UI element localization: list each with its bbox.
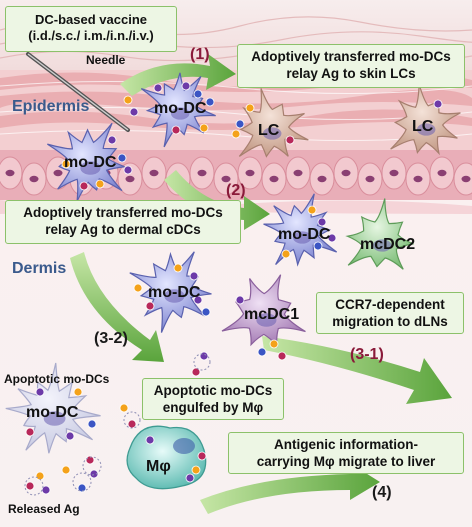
lc-cell-1 bbox=[238, 88, 309, 158]
modc-dermis-label: mo-DC bbox=[148, 284, 201, 301]
step-1: (1) bbox=[190, 46, 210, 63]
modc-apoptotic-cell bbox=[5, 362, 101, 454]
vaccine-box: DC-based vaccine (i.d./s.c./ i.m./i.n./i… bbox=[5, 6, 177, 52]
liver-line1: Antigenic information- bbox=[274, 437, 418, 452]
modc-top-label: mo-DC bbox=[154, 100, 207, 117]
dermis-label: Dermis bbox=[12, 260, 67, 277]
liver-box: Antigenic information- carrying Mφ migra… bbox=[228, 432, 464, 474]
mcdc2-label: mcDC2 bbox=[360, 236, 416, 253]
vaccine-line1: DC-based vaccine bbox=[35, 12, 147, 27]
mphi-label: Mφ bbox=[146, 458, 171, 475]
mcdc1-label: mcDC1 bbox=[244, 306, 300, 323]
apoptotic-mo-dcs-label: Apoptotic mo-DCs bbox=[4, 372, 110, 386]
mcdc1-cell bbox=[221, 274, 306, 348]
ccr7-box: CCR7-dependent migration to dLNs bbox=[316, 292, 464, 334]
relay-lc-line1: Adoptively transferred mo-DCs bbox=[251, 49, 451, 64]
liver-line2: carrying Mφ migrate to liver bbox=[256, 453, 436, 469]
modc-mid-cell bbox=[263, 193, 338, 267]
ccr7-line2: migration to dLNs bbox=[332, 313, 448, 329]
step-3-1: (3-1) bbox=[350, 346, 384, 363]
released-ag-label: Released Ag bbox=[8, 502, 80, 516]
needle-label: Needle bbox=[86, 53, 126, 67]
relay-dermal-line1: Adoptively transferred mo-DCs bbox=[23, 205, 223, 220]
modc-mid-label: mo-DC bbox=[278, 226, 331, 243]
ccr7-line1: CCR7-dependent bbox=[335, 297, 445, 312]
vaccine-line2: (i.d./s.c./ i.m./i.n./i.v.) bbox=[28, 28, 154, 44]
lc1-label: LC bbox=[258, 122, 280, 139]
modc-left-cell bbox=[47, 122, 125, 202]
step-2: (2) bbox=[226, 182, 246, 199]
relay-lc-box: Adoptively transferred mo-DCs relay Ag t… bbox=[237, 44, 465, 88]
lc2-label: LC bbox=[412, 118, 434, 135]
relay-dermal-box: Adoptively transferred mo-DCs relay Ag t… bbox=[5, 200, 241, 244]
modc-apoptotic-label: mo-DC bbox=[26, 404, 79, 421]
relay-lc-line2: relay Ag to skin LCs bbox=[286, 65, 416, 81]
apoptotic-engulfed-line1: Apoptotic mo-DCs bbox=[153, 383, 273, 398]
mcdc2-cell bbox=[345, 198, 414, 270]
apoptotic-engulfed-box: Apoptotic mo-DCs engulfed by Mφ bbox=[142, 378, 284, 420]
modc-left-label: mo-DC bbox=[64, 154, 117, 171]
lc-cell-2 bbox=[390, 83, 461, 156]
relay-dermal-line2: relay Ag to dermal cDCs bbox=[45, 221, 201, 237]
epidermis-label: Epidermis bbox=[12, 98, 90, 115]
step-4: (4) bbox=[372, 484, 392, 501]
step-3-2: (3-2) bbox=[94, 330, 128, 347]
apoptotic-engulfed-line2: engulfed by Mφ bbox=[162, 399, 264, 415]
